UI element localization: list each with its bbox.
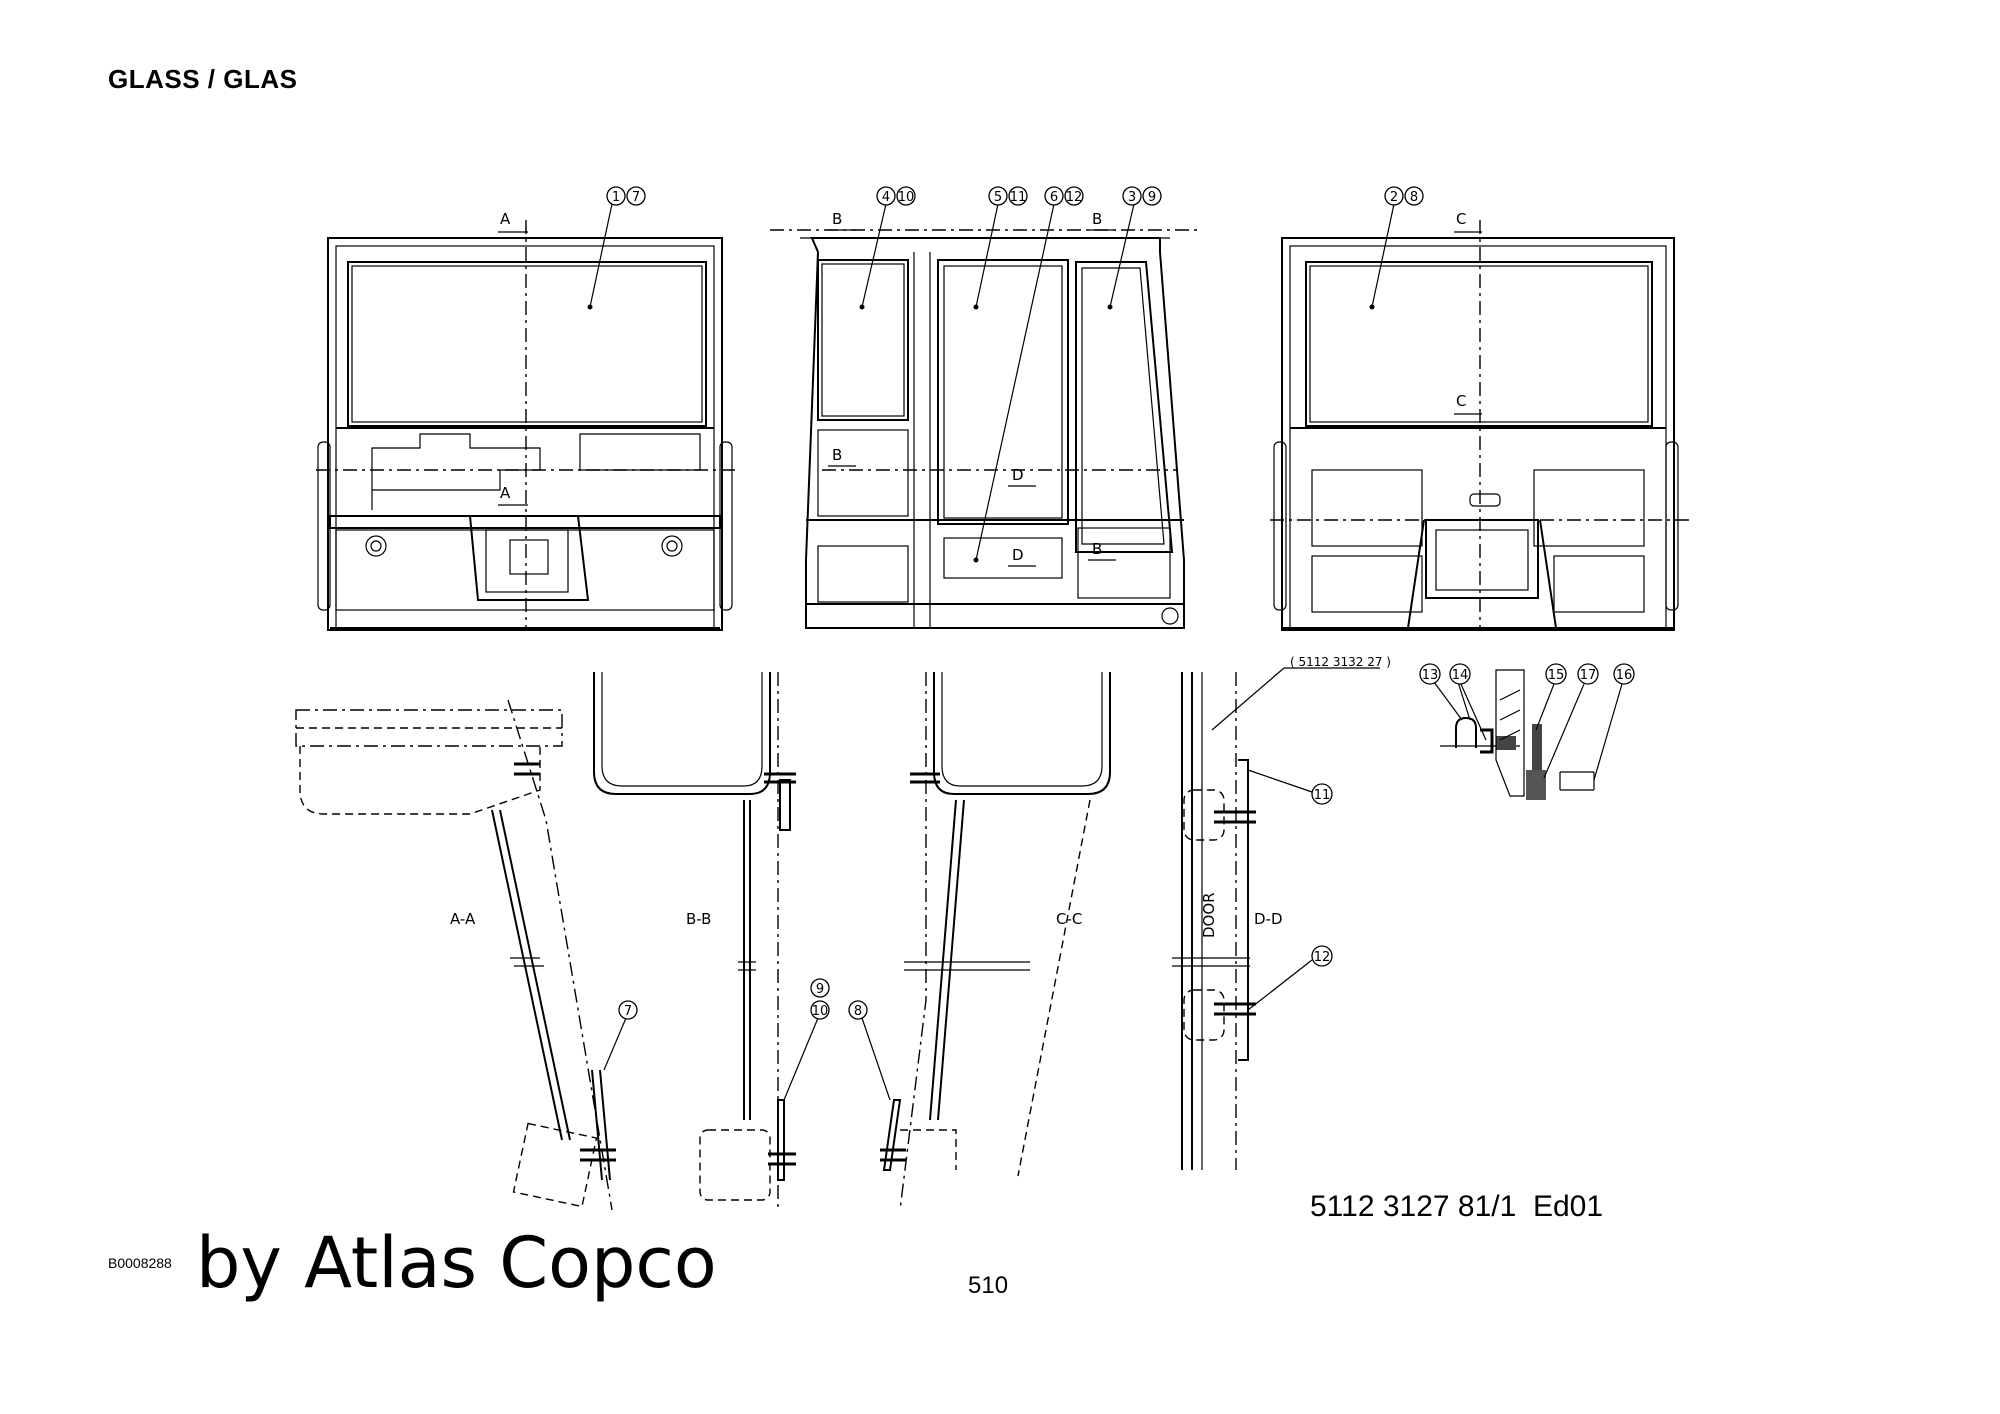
part-ref-label: ( 5112 3132 27 ) bbox=[1290, 655, 1391, 669]
cut-label-d-1: D bbox=[1012, 466, 1024, 484]
section-label-cc: C-C bbox=[1056, 910, 1082, 928]
page-title: GLASS / GLAS bbox=[108, 64, 298, 94]
callout-13: 13 bbox=[1422, 668, 1439, 683]
callout-15: 15 bbox=[1548, 668, 1565, 683]
callout-5: 5 bbox=[994, 190, 1002, 205]
door-label: DOOR bbox=[1200, 892, 1218, 938]
callout-3: 3 bbox=[1128, 190, 1136, 205]
section-label-aa: A-A bbox=[450, 910, 476, 928]
callout-17: 17 bbox=[1580, 668, 1597, 683]
callout-1: 1 bbox=[612, 190, 620, 205]
callout-dd-12: 12 bbox=[1314, 950, 1331, 965]
callout-16: 16 bbox=[1616, 668, 1633, 683]
cut-label-c-top: C bbox=[1456, 210, 1466, 228]
callout-6: 6 bbox=[1050, 190, 1058, 205]
callout-2: 2 bbox=[1390, 190, 1398, 205]
callout-9: 9 bbox=[1148, 190, 1156, 205]
cut-label-b-4: B bbox=[1092, 540, 1102, 558]
cut-label-b-1: B bbox=[832, 210, 842, 228]
cut-label-b-3: B bbox=[832, 446, 842, 464]
callout-8: 8 bbox=[1410, 190, 1418, 205]
cut-label-c-mid: C bbox=[1456, 392, 1466, 410]
section-label-dd: D-D bbox=[1254, 910, 1283, 928]
section-c-c: 8 C-C bbox=[848, 672, 1111, 1211]
section-label-bb: B-B bbox=[686, 910, 711, 928]
cut-label-a-mid: A bbox=[500, 484, 511, 502]
brand-watermark: by Atlas Copco bbox=[196, 1222, 717, 1304]
side-view: B B B B D D 4 10 5 11 6 12 3 9 bbox=[770, 186, 1200, 629]
image-code: B0008288 bbox=[108, 1255, 172, 1271]
callout-bb-10: 10 bbox=[812, 1004, 829, 1019]
section-d-d: ( 5112 3132 27 ) 11 12 DOOR D-D bbox=[1172, 655, 1391, 1170]
section-a-a: 7 A-A bbox=[295, 699, 638, 1211]
page-number: 510 bbox=[968, 1272, 1009, 1299]
callout-11: 11 bbox=[1010, 190, 1027, 205]
cut-label-d-2: D bbox=[1012, 546, 1024, 564]
callout-4: 4 bbox=[882, 190, 890, 205]
callout-12: 12 bbox=[1066, 190, 1083, 205]
callout-aa-7: 7 bbox=[624, 1004, 632, 1019]
cut-label-a-top: A bbox=[500, 210, 511, 228]
seal-detail: 13 14 15 17 16 bbox=[1419, 663, 1635, 800]
section-b-b: 9 10 B-B bbox=[593, 672, 830, 1210]
callout-bb-9: 9 bbox=[816, 982, 824, 997]
callout-10: 10 bbox=[898, 190, 915, 205]
document-number: 5112 3127 81/1 Ed01 bbox=[1310, 1190, 1604, 1223]
callout-7: 7 bbox=[632, 190, 640, 205]
callout-14: 14 bbox=[1452, 668, 1469, 683]
callout-dd-11: 11 bbox=[1314, 788, 1331, 803]
front-view: A A 1 7 bbox=[316, 186, 736, 631]
cut-label-b-2: B bbox=[1092, 210, 1102, 228]
rear-view: C C 2 8 bbox=[1270, 186, 1690, 631]
callout-cc-8: 8 bbox=[854, 1004, 862, 1019]
